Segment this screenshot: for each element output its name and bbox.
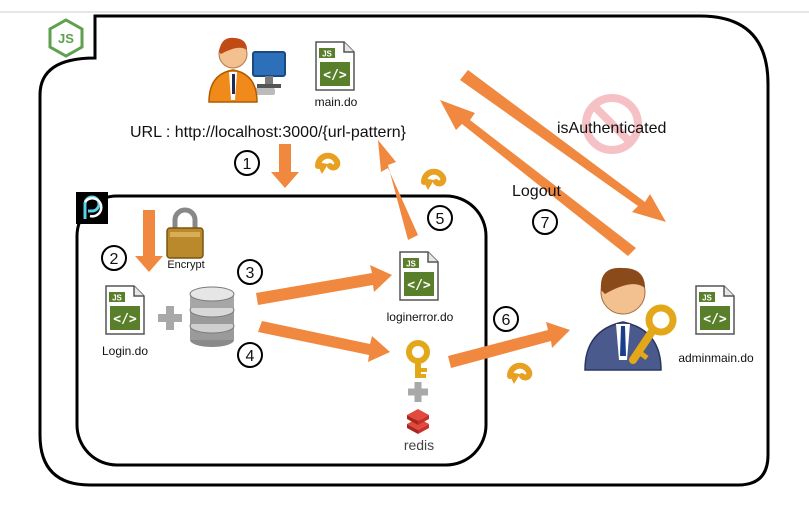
outer-boundary [38,14,770,487]
arrow-3 [256,265,392,305]
login-do-file-icon [105,285,145,335]
arrow-auth [460,70,666,222]
step-number: 1 [243,156,252,173]
arrow-2 [135,210,163,272]
no-entry-icon [582,94,642,154]
step-number: 6 [502,312,511,329]
loginerror-do-file-icon [399,251,439,301]
redirect-swirl-icon [508,366,529,384]
plus-icon [408,382,428,402]
database-icon [189,286,235,347]
arrow-5 [378,140,418,240]
encrypt-label: Encrypt [167,259,204,271]
arrow-7-logout [440,100,636,256]
main-do-label: main.do [315,95,358,109]
step-number: 2 [110,251,119,268]
is-authenticated-label: isAuthenticated [557,120,666,137]
flow-arrows [135,70,666,368]
step-badge-3: 3 [237,259,263,285]
admin-user-icon [584,267,677,371]
arrow-6 [448,322,570,368]
url-label: URL : http://localhost:3000/{url-pattern… [130,124,407,141]
key-icon [406,340,430,378]
step-badge-4: 4 [237,342,263,368]
login-do-label: Login.do [102,344,148,358]
arrow-4 [258,321,390,362]
passport-logo-icon [76,192,108,224]
arrow-1 [271,144,299,188]
redis-label: redis [404,437,434,453]
step-number: 3 [246,265,255,282]
encrypt-lock-icon [166,207,204,259]
step-number: 4 [246,348,255,365]
logout-label: Logout [512,183,561,200]
step-badge-5: 5 [427,205,453,231]
adminmain-do-file-icon [695,285,735,335]
step-number: 5 [436,211,445,228]
redis-icon [407,409,429,434]
step-badge-1: 1 [234,150,260,176]
user-computer-icon [208,37,286,103]
nodejs-icon: JS [48,18,84,58]
main-do-file-icon [315,41,355,91]
redirect-swirl-icon [422,172,443,190]
redirect-swirl-icon [316,156,337,174]
step-badge-7: 7 [532,209,558,235]
step-number: 7 [541,215,550,232]
step-badge-6: 6 [493,306,519,332]
plus-icon [158,306,182,330]
svg-text:JS: JS [58,31,74,46]
inner-boundary [75,194,488,467]
adminmain-do-label: adminmain.do [678,351,754,365]
loginerror-do-label: loginerror.do [387,310,454,324]
step-badge-2: 2 [101,245,127,271]
